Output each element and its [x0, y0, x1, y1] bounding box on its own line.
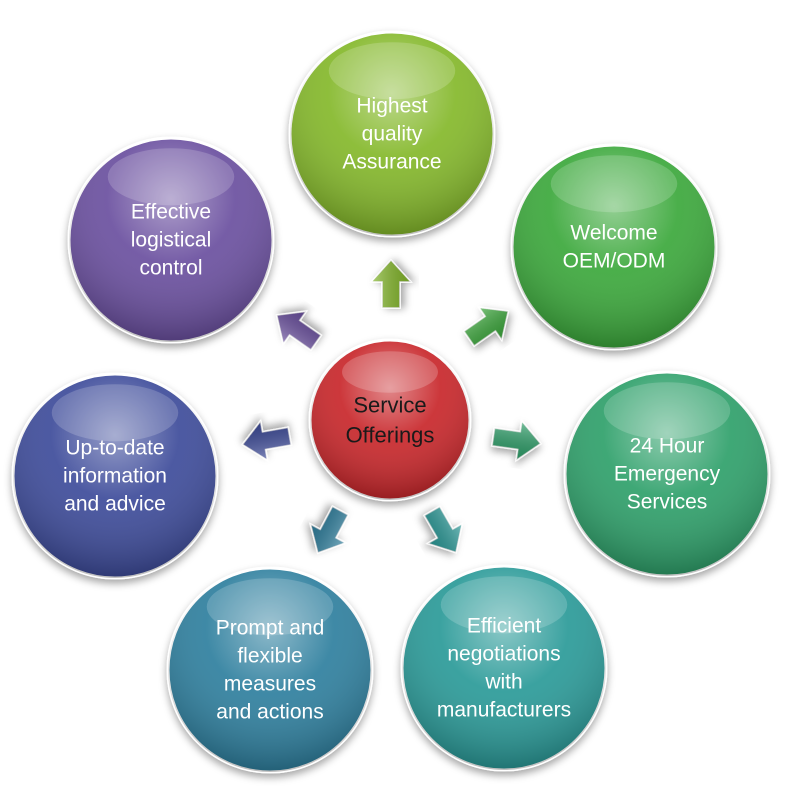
- node-emergency-services-line-1: 24 Hour: [630, 435, 705, 458]
- node-emergency-services-line-3: Services: [627, 491, 708, 514]
- node-logistical-control: Effective logistical control: [67, 136, 275, 344]
- node-negotiations: Efficient negotiations with manufacturers: [400, 564, 608, 772]
- arrows-layer: [241, 258, 542, 554]
- node-up-to-date-info-line-2: information: [63, 465, 167, 488]
- arrow-to-logistical-control: [275, 310, 323, 352]
- node-prompt-measures-line-4: and actions: [216, 701, 323, 724]
- node-up-to-date-info-line-3: and advice: [64, 493, 166, 516]
- center-line-2: Offerings: [346, 423, 435, 448]
- node-up-to-date-info: Up-to-date information and advice: [11, 372, 219, 580]
- arrow-to-oem-odm: [462, 306, 510, 348]
- arrow-to-quality-assurance: [369, 258, 413, 309]
- node-logistical-control-line-2: logistical: [131, 229, 212, 252]
- node-prompt-measures: Prompt and flexible measures and actions: [166, 566, 374, 774]
- node-prompt-measures-line-1: Prompt and: [216, 617, 325, 640]
- node-quality-assurance-line-1: Highest: [356, 95, 427, 118]
- node-oem-odm-line-2: OEM/ODM: [563, 250, 666, 273]
- arrow-to-emergency-services: [491, 418, 542, 462]
- center-line-1: Service: [353, 393, 426, 418]
- node-logistical-control-line-3: control: [139, 257, 202, 280]
- node-negotiations-line-1: Efficient: [467, 615, 541, 638]
- node-negotiations-line-4: manufacturers: [437, 699, 571, 722]
- node-quality-assurance-line-2: quality: [362, 123, 423, 146]
- node-prompt-measures-line-2: flexible: [237, 645, 302, 668]
- node-up-to-date-info-line-1: Up-to-date: [65, 437, 164, 460]
- node-oem-odm-line-1: Welcome: [570, 222, 657, 245]
- node-negotiations-line-2: negotiations: [447, 643, 560, 666]
- node-prompt-measures-line-3: measures: [224, 673, 316, 696]
- arrow-to-negotiations: [423, 505, 464, 554]
- arrow-to-prompt-measures: [309, 505, 350, 554]
- arrow-to-up-to-date-info: [241, 419, 293, 462]
- node-emergency-services-line-2: Emergency: [614, 463, 721, 486]
- node-logistical-control-line-1: Effective: [131, 201, 211, 224]
- node-quality-assurance-line-3: Assurance: [342, 151, 441, 174]
- nodes-layer: HighestqualityAssuranceWelcomeOEM/ODM24 …: [11, 30, 771, 774]
- node-negotiations-line-3: with: [484, 671, 522, 694]
